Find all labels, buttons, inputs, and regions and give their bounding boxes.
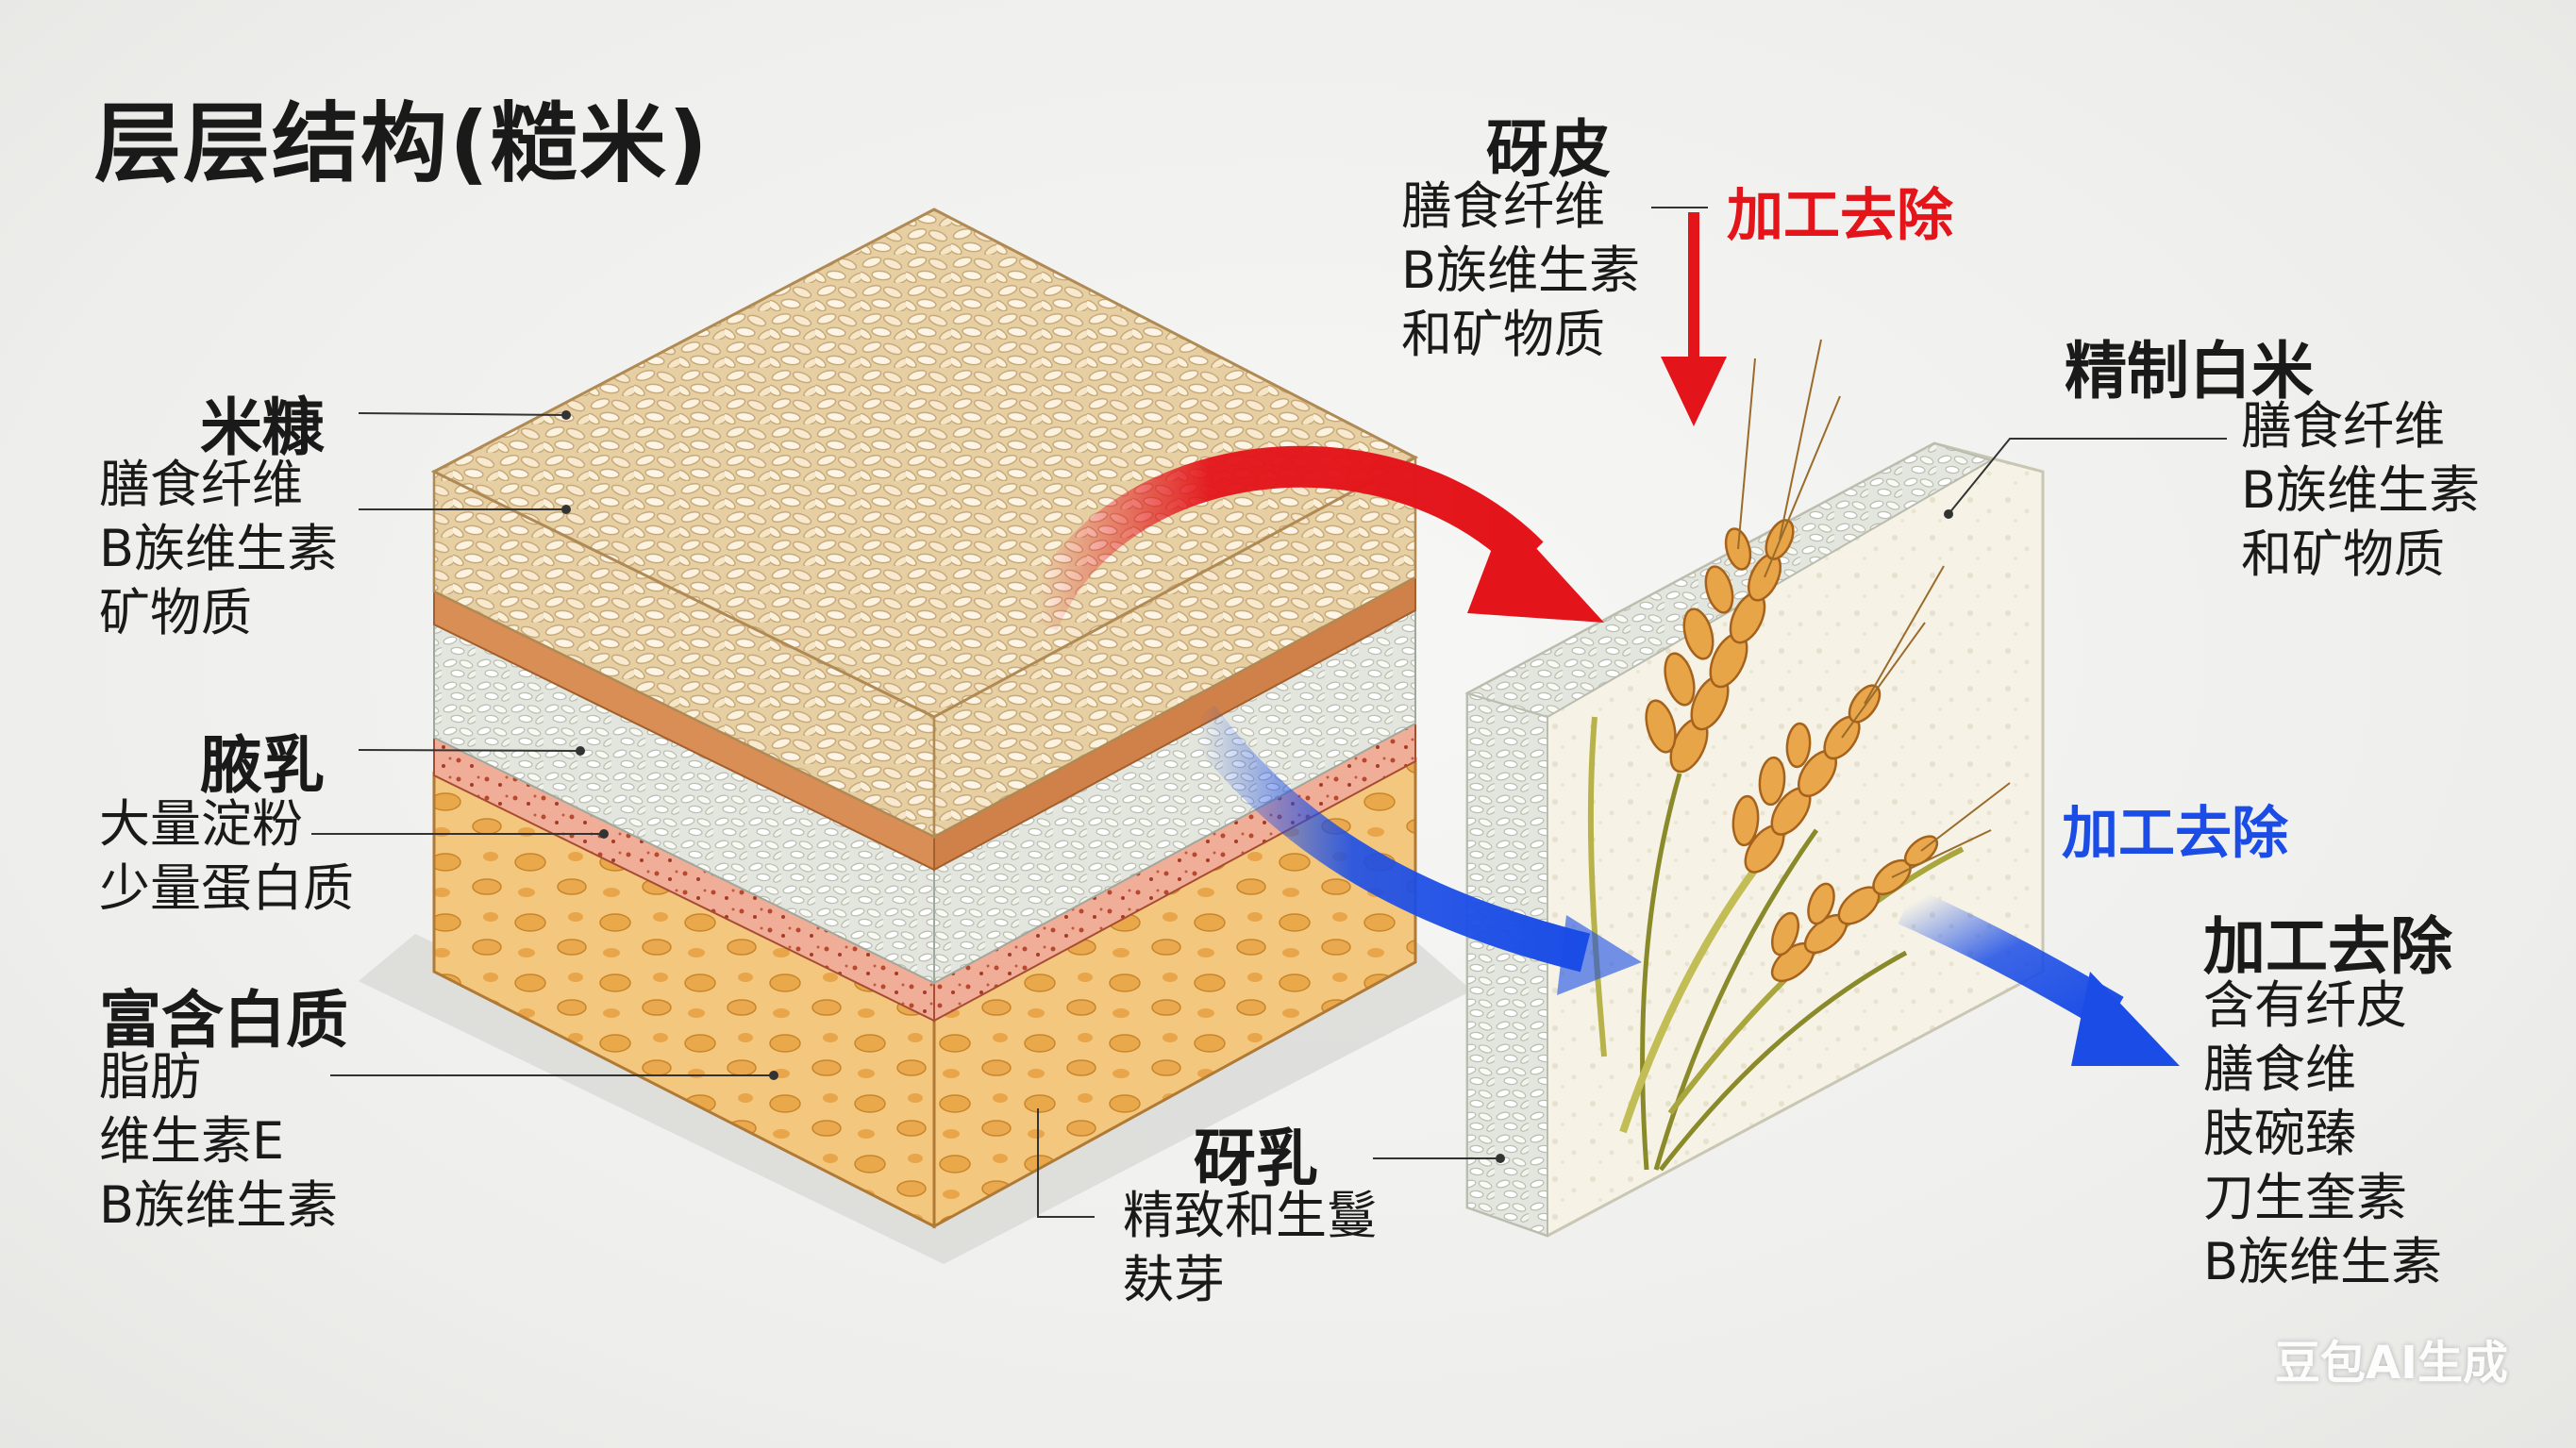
- bran-heading: 米糠: [200, 391, 325, 464]
- bran-line-1: 膳食纤维: [99, 455, 303, 514]
- leader-dots: [561, 410, 1953, 1163]
- bottom-heading: 砑乳: [1194, 1123, 1318, 1195]
- endosperm-line-2: 少量蛋白质: [99, 858, 354, 918]
- white-rice-line-3: 和矿物质: [2241, 524, 2445, 584]
- bran-label-group: 米糠: [200, 377, 325, 468]
- removed-heading: 加工去除: [2203, 910, 2452, 983]
- germ-line-1: 脂肪: [99, 1047, 201, 1107]
- leader-lines: [311, 207, 2227, 1218]
- germ-heading: 富含白质: [99, 984, 348, 1057]
- germ-line-3: B族维生素: [99, 1175, 339, 1235]
- wheat-awns: [1737, 339, 2011, 878]
- white-rice-heading: 精制白米: [2065, 335, 2314, 408]
- removed-line-1: 含有纤皮: [2203, 975, 2407, 1035]
- removed-line-2: 膳食维: [2203, 1040, 2356, 1099]
- endosperm-details: 大量淀粉 少量蛋白质: [99, 792, 354, 921]
- bottom-line-1: 精致和生鬘: [1123, 1186, 1378, 1245]
- red-remove-label: 加工去除: [1727, 183, 1953, 249]
- bran-layer: [430, 208, 1419, 840]
- removed-line-5: B族维生素: [2203, 1232, 2443, 1291]
- bran-details: 膳食纤维 B族维生素 矿物质: [99, 453, 338, 645]
- white-rice-line-1: 膳食纤维: [2241, 396, 2445, 456]
- wheat-ear-2: [1731, 684, 1882, 874]
- top-line-1: 膳食纤维: [1401, 176, 1605, 236]
- endosperm-heading: 腋乳: [200, 729, 325, 802]
- bottom-line-2: 麸芽: [1123, 1250, 1225, 1309]
- page-title: 层层结构(糙米): [94, 93, 711, 194]
- germ-details: 脂肪 维生素E B族维生素: [99, 1045, 338, 1238]
- top-details: 膳食纤维 B族维生素 和矿物质: [1401, 175, 1640, 367]
- white-rice-line-2: B族维生素: [2241, 460, 2481, 520]
- removed-line-3: 肢碗臻: [2203, 1104, 2356, 1163]
- removed-line-4: 刀生奎素: [2203, 1168, 2407, 1227]
- red-arrowhead: [1467, 514, 1604, 623]
- blue-arrowhead-2: [2071, 972, 2180, 1066]
- top-heading: 砑皮: [1486, 113, 1611, 186]
- watermark: 豆包AI生成: [2274, 1337, 2508, 1390]
- top-line-3: 和矿物质: [1401, 305, 1605, 364]
- red-down-arrowhead: [1661, 357, 1727, 426]
- bottom-details: 精致和生鬘 麸芽: [1123, 1184, 1378, 1312]
- removed-details: 含有纤皮 膳食维 肢碗臻 刀生奎素 B族维生素: [2203, 974, 2442, 1294]
- wheat-ear-1: [1645, 519, 1795, 774]
- bran-line-3: 矿物质: [99, 583, 252, 642]
- top-line-2: B族维生素: [1401, 241, 1641, 300]
- white-rice-details: 膳食纤维 B族维生素 和矿物质: [2241, 394, 2480, 587]
- blue-remove-label: 加工去除: [2062, 801, 2288, 867]
- germ-line-2: 维生素E: [99, 1111, 285, 1171]
- endosperm-line-1: 大量淀粉: [99, 794, 303, 854]
- blue-arrowhead-1: [1557, 915, 1642, 995]
- red-curved-arrow: [1018, 445, 1544, 631]
- blue-arrow-1: [1182, 705, 1591, 973]
- bran-line-2: B族维生素: [99, 519, 339, 578]
